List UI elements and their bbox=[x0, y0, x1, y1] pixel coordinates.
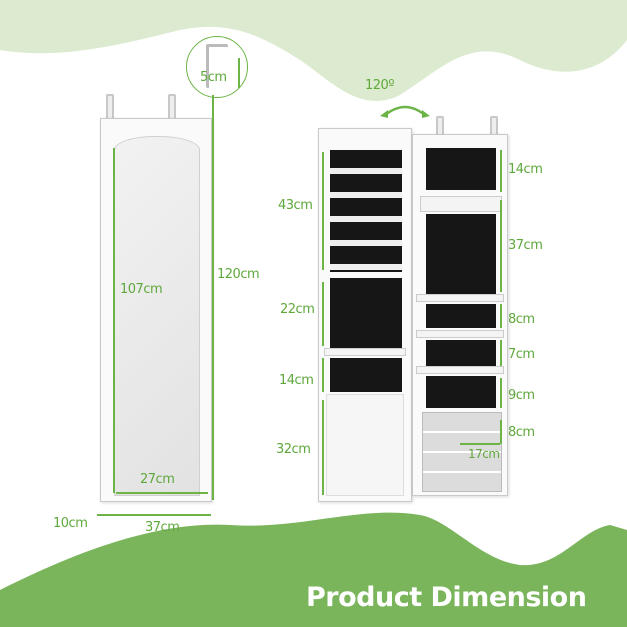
shelf bbox=[416, 294, 504, 302]
total-height-label: 120cm bbox=[217, 267, 260, 282]
body-panel bbox=[426, 340, 496, 366]
body-dim-label: 7cm bbox=[508, 347, 535, 362]
dim-line bbox=[500, 150, 502, 192]
dim-line bbox=[500, 200, 502, 292]
hook-dim-line bbox=[238, 58, 240, 88]
dim-line bbox=[500, 340, 502, 366]
total-height-line bbox=[212, 95, 214, 500]
hook-icon bbox=[206, 44, 228, 88]
mirror-height-label: 107cm bbox=[120, 282, 163, 297]
door-dim-label: 32cm bbox=[276, 442, 311, 457]
mirror-width-line bbox=[116, 492, 208, 494]
hook-right bbox=[168, 94, 176, 120]
body-panel bbox=[426, 214, 496, 294]
hook-depth-label: 5cm bbox=[200, 70, 227, 85]
mirror-width-label: 27cm bbox=[140, 472, 175, 487]
width-line bbox=[97, 514, 211, 516]
body-dim-label: 8cm bbox=[508, 425, 535, 440]
top-blob bbox=[0, 0, 627, 101]
dim-line bbox=[500, 420, 502, 444]
dim-line bbox=[322, 400, 324, 495]
depth-label: 10cm bbox=[53, 516, 88, 531]
body-panel bbox=[426, 148, 496, 190]
mirror bbox=[114, 136, 200, 496]
door-dim-label: 22cm bbox=[280, 302, 315, 317]
body-panel bbox=[426, 376, 496, 408]
hook-bar bbox=[420, 196, 502, 212]
necklace-hooks bbox=[326, 394, 404, 496]
hook-left bbox=[106, 94, 114, 120]
door-angle-label: 120º bbox=[365, 78, 394, 93]
body-panel bbox=[426, 304, 496, 328]
dim-line bbox=[322, 152, 324, 270]
width-label: 37cm bbox=[145, 520, 180, 535]
dim-line bbox=[322, 282, 324, 346]
earring-panel bbox=[330, 150, 402, 272]
hook-right bbox=[490, 116, 498, 142]
hook-left bbox=[436, 116, 444, 142]
door-dim-label: 43cm bbox=[278, 198, 313, 213]
drawers bbox=[422, 412, 502, 492]
door-dim-label: 14cm bbox=[279, 373, 314, 388]
shelf bbox=[416, 366, 504, 374]
dim-line bbox=[322, 358, 324, 392]
shelf bbox=[416, 330, 504, 338]
bottom-band bbox=[0, 512, 627, 627]
mirror-height-line bbox=[113, 148, 115, 493]
body-dim-label: 9cm bbox=[508, 388, 535, 403]
door-shelf bbox=[324, 348, 406, 356]
door-panel bbox=[330, 358, 402, 392]
door-panel bbox=[330, 278, 402, 348]
drawer-width-line bbox=[460, 443, 500, 445]
body-dim-label: 8cm bbox=[508, 312, 535, 327]
dim-line bbox=[500, 304, 502, 328]
drawer-width-label: 17cm bbox=[468, 447, 500, 461]
page-title: Product Dimension bbox=[306, 582, 587, 613]
body-dim-label: 37cm bbox=[508, 238, 543, 253]
rotation-arrow-icon bbox=[380, 105, 430, 118]
body-dim-label: 14cm bbox=[508, 162, 543, 177]
dim-line bbox=[500, 378, 502, 408]
